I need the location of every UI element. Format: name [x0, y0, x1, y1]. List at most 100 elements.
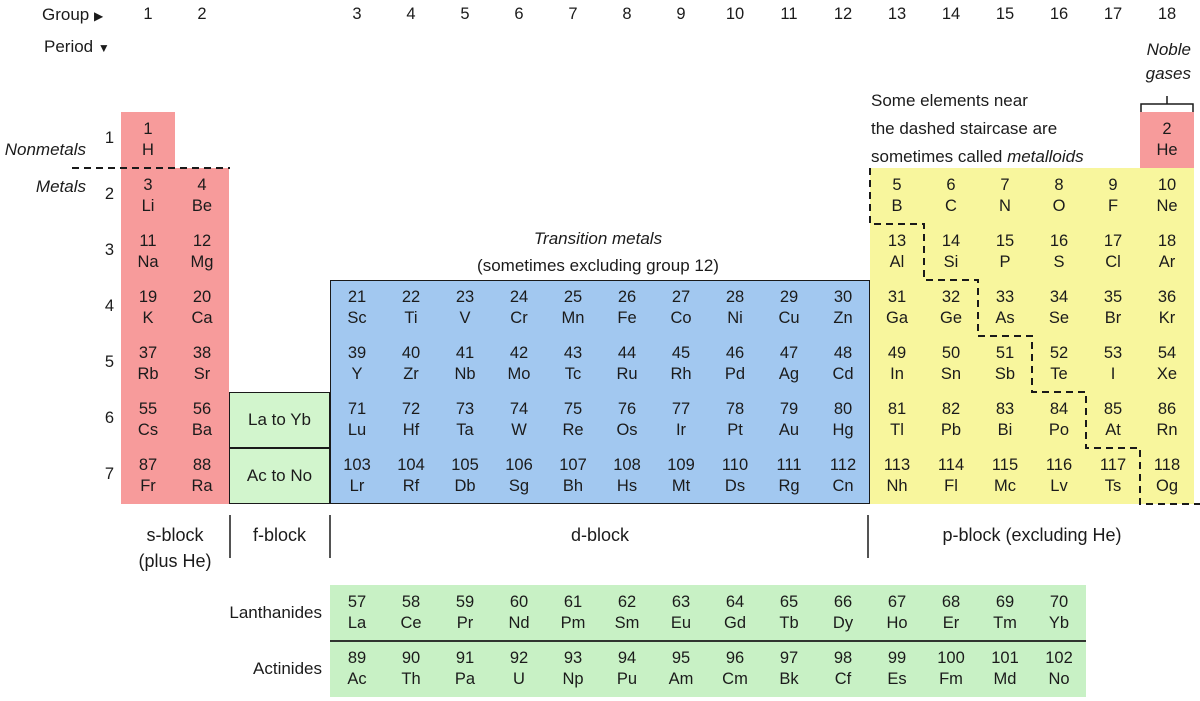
d-block-area [330, 280, 870, 504]
element-symbol: Mo [507, 365, 531, 383]
atomic-number: 87 [138, 455, 158, 474]
atomic-number: 97 [779, 648, 799, 667]
atomic-number: 36 [1157, 287, 1177, 306]
group-number: 3 [352, 5, 362, 23]
actinide-block-area [330, 641, 1086, 697]
atomic-number: 30 [833, 287, 853, 306]
atomic-number: 33 [995, 287, 1015, 306]
element-symbol: Pt [727, 421, 743, 439]
atomic-number: 25 [563, 287, 583, 306]
atomic-number: 39 [347, 343, 367, 362]
atomic-number: 71 [347, 399, 367, 418]
element-symbol: Lv [1050, 477, 1068, 495]
atomic-number: 53 [1103, 343, 1123, 362]
nonmetals-label: Nonmetals [4, 140, 86, 159]
metalloid-note-line1: Some elements near [871, 91, 1028, 110]
element-symbol: V [459, 309, 471, 327]
element-symbol: Hs [616, 477, 638, 495]
atomic-number: 45 [671, 343, 691, 362]
atomic-number: 77 [671, 399, 691, 418]
element-symbol: Cd [832, 365, 854, 383]
element-symbol: Sb [994, 365, 1016, 383]
atomic-number: 26 [617, 287, 637, 306]
element-symbol: K [142, 309, 154, 327]
group-axis-label: Group ▶ [42, 5, 103, 25]
element-symbol: C [945, 197, 957, 215]
element-symbol: Np [562, 670, 584, 688]
atomic-number: 58 [401, 592, 421, 611]
actinides-label: Actinides [253, 659, 322, 678]
atomic-number: 57 [347, 592, 367, 611]
s-block-sublabel: (plus He) [138, 551, 212, 571]
transition-metals-label: Transition metals [533, 229, 663, 248]
element-symbol: Xe [1156, 365, 1178, 383]
noble-gases-bracket [1140, 96, 1194, 112]
atomic-number: 22 [401, 287, 421, 306]
element-symbol: Ne [1156, 197, 1178, 215]
element-symbol: Gd [723, 614, 746, 632]
atomic-number: 111 [776, 455, 802, 474]
atomic-number: 109 [667, 455, 695, 474]
p-block-label: p-block (excluding He) [942, 525, 1122, 545]
atomic-number: 18 [1157, 231, 1177, 250]
element-symbol: Os [616, 421, 638, 439]
element-symbol: Mc [994, 477, 1016, 495]
atomic-number: 21 [347, 287, 367, 306]
atomic-number: 103 [343, 455, 371, 474]
element-symbol: As [995, 309, 1015, 327]
element-symbol: Se [1048, 309, 1070, 327]
element-symbol: Yb [1048, 614, 1070, 632]
atomic-number: 24 [509, 287, 529, 306]
atomic-number: 28 [725, 287, 745, 306]
atomic-number: 93 [563, 648, 583, 667]
element-symbol: I [1110, 365, 1116, 383]
element-symbol: H [142, 141, 154, 159]
element-symbol: S [1053, 253, 1065, 271]
la-to-yb-placeholder-cell: La to Yb [229, 392, 330, 448]
element-symbol: Ba [191, 421, 213, 439]
group-number: 15 [995, 5, 1015, 23]
element-symbol: Pb [940, 421, 962, 439]
atomic-number: 114 [937, 455, 965, 474]
element-symbol: Nd [508, 614, 530, 632]
atomic-number: 91 [455, 648, 475, 667]
element-symbol: Nb [454, 365, 476, 383]
atomic-number: 44 [617, 343, 637, 362]
group-number: 16 [1049, 5, 1069, 23]
element-symbol: Co [670, 309, 692, 327]
element-symbol: Kr [1158, 309, 1176, 327]
atomic-number: 73 [455, 399, 475, 418]
element-symbol: Sr [193, 365, 211, 383]
atomic-number: 61 [563, 592, 583, 611]
